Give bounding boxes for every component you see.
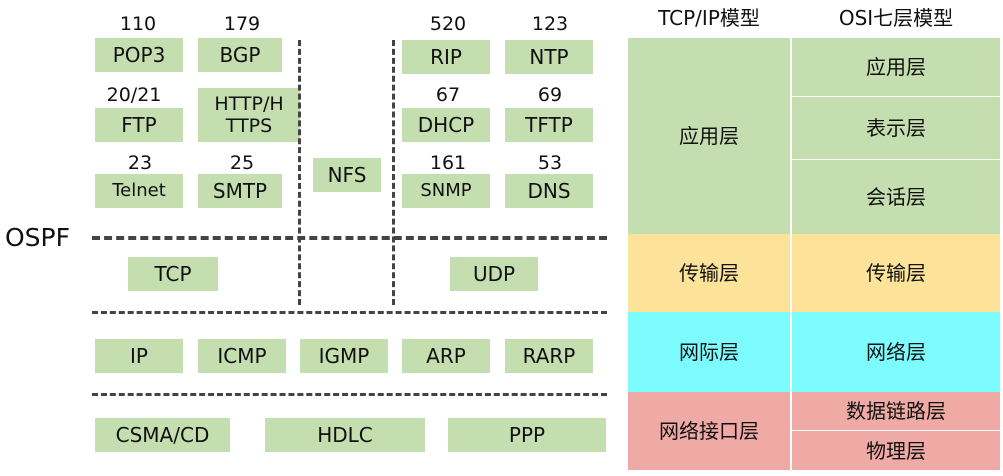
port-smtp: 25	[229, 152, 255, 174]
protocol-telnet: Telnet	[95, 174, 183, 208]
protocol-https: HTTP/H TTPS	[198, 88, 300, 142]
protocol-nfs: NFS	[313, 158, 381, 192]
header-osi-model: OSI七层模型	[838, 6, 954, 30]
port-snmp: 161	[429, 152, 467, 174]
osi-transport-layer: 传输层	[792, 234, 1000, 312]
protocol-rarp: RARP	[505, 339, 593, 373]
protocol-ftp: FTP	[95, 108, 183, 142]
protocol-csma-cd: CSMA/CD	[95, 418, 230, 452]
protocol-smtp: SMTP	[198, 174, 282, 208]
protocol-bgp: BGP	[198, 38, 282, 72]
transport-network-divider	[92, 311, 607, 314]
protocol-ip: IP	[95, 339, 183, 373]
osi-presentation-layer: 表示层	[792, 97, 1000, 159]
vertical-divider-left	[298, 40, 301, 305]
port-ntp: 123	[531, 13, 569, 35]
port-pop3: 110	[119, 13, 157, 35]
row-separator	[792, 430, 1000, 431]
protocol-hdlc: HDLC	[265, 418, 425, 452]
protocol-icmp: ICMP	[198, 339, 286, 373]
port-dhcp: 67	[435, 84, 461, 106]
port-bgp: 179	[223, 13, 261, 35]
row-separator	[792, 96, 1000, 97]
protocol-igmp: IGMP	[300, 339, 388, 373]
osi-physical-layer: 物理层	[792, 431, 1000, 470]
protocol-tcp: TCP	[128, 257, 218, 291]
osi-application-layer: 应用层	[792, 38, 1000, 96]
osi-network-layer: 网络层	[792, 312, 1000, 392]
protocol-ntp: NTP	[505, 40, 593, 74]
tcpip-application-layer: 应用层	[628, 38, 790, 234]
protocol-tftp: TFTP	[505, 108, 593, 142]
protocol-snmp: SNMP	[402, 174, 490, 208]
app-transport-divider	[92, 236, 607, 240]
header-tcpip-model: TCP/IP模型	[658, 6, 760, 30]
protocol-rip: RIP	[402, 40, 490, 74]
port-rip: 520	[429, 13, 467, 35]
port-telnet: 23	[127, 152, 153, 174]
vertical-divider-right	[392, 40, 395, 305]
tcpip-transport-layer: 传输层	[628, 234, 790, 312]
osi-data-link-layer: 数据链路层	[792, 392, 1000, 430]
ospf-label: OSPF	[5, 223, 71, 252]
column-separator	[790, 38, 792, 470]
port-ftp: 20/21	[106, 84, 162, 106]
protocol-ppp: PPP	[448, 418, 606, 452]
network-link-divider	[92, 393, 607, 396]
tcpip-network-interface-layer: 网络接口层	[628, 392, 790, 470]
protocol-pop3: POP3	[95, 38, 183, 72]
port-dns: 53	[537, 152, 563, 174]
osi-session-layer: 会话层	[792, 160, 1000, 234]
protocol-dns: DNS	[505, 174, 593, 208]
protocol-dhcp: DHCP	[402, 108, 490, 142]
protocol-arp: ARP	[402, 339, 490, 373]
protocol-udp: UDP	[450, 257, 538, 291]
tcpip-internet-layer: 网际层	[628, 312, 790, 392]
row-separator	[792, 159, 1000, 160]
port-tftp: 69	[537, 84, 563, 106]
